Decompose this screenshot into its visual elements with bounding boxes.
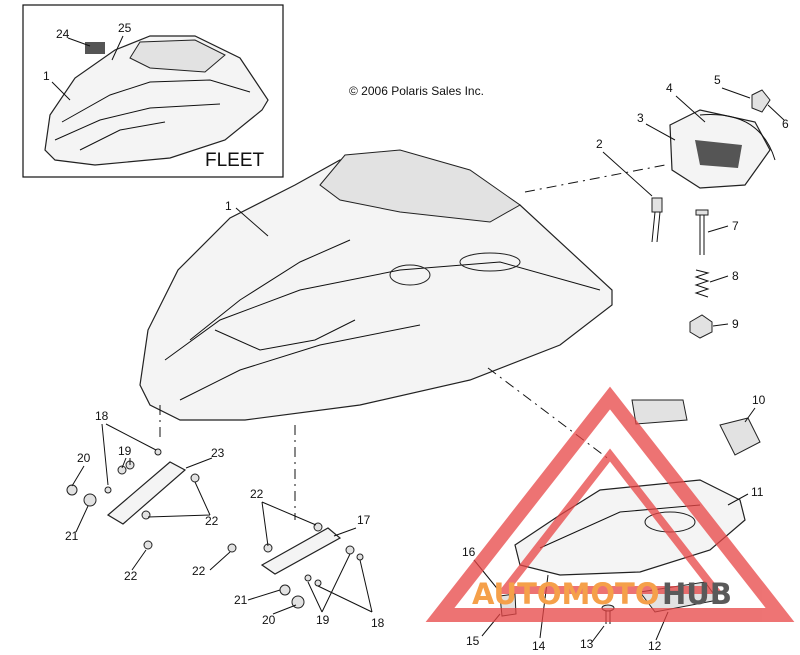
watermark-logo: [425, 386, 795, 622]
copyright-text: © 2006 Polaris Sales Inc.: [349, 84, 484, 98]
hood-main: [139, 149, 613, 421]
callout-19-right: 19: [316, 613, 330, 627]
callout-10: 10: [752, 393, 766, 407]
callout-22-mid-left: 22: [192, 564, 206, 578]
callout-21-left: 21: [65, 529, 79, 543]
callout-23: 23: [211, 446, 225, 460]
headlight-assembly: [669, 89, 776, 189]
watermark-text-right: HUB: [662, 577, 732, 611]
callout-15: 15: [466, 634, 480, 648]
bulb-part-2: [651, 197, 663, 243]
callout-18-right: 18: [371, 616, 385, 630]
callout-24-fleet: 24: [56, 27, 70, 41]
bracket-left-23: [106, 461, 187, 525]
foam-pad-10: [719, 417, 761, 456]
callout-16: 16: [462, 545, 476, 559]
callout-22-mid-top: 22: [250, 487, 264, 501]
bolt-part-7: [695, 209, 709, 255]
callout-12: 12: [648, 639, 662, 653]
callout-21-right: 21: [234, 593, 248, 607]
callout-20-right: 20: [262, 613, 276, 627]
callout-13: 13: [580, 637, 594, 651]
fleet-inset: [22, 4, 284, 178]
callout-1-hood: 1: [225, 199, 232, 213]
callout-11: 11: [751, 485, 764, 499]
callout-1-fleet: 1: [43, 69, 50, 83]
callout-8: 8: [732, 269, 739, 283]
spring-part-8: [694, 269, 710, 298]
callout-22-left-bottom: 22: [124, 569, 138, 583]
callout-22-left-right: 22: [205, 514, 219, 528]
fleet-label: FLEET: [205, 150, 265, 171]
nut-part-9: [689, 314, 713, 339]
callout-19-left: 19: [118, 444, 132, 458]
callout-20-left: 20: [77, 451, 91, 465]
callout-18-left: 18: [95, 409, 109, 423]
callout-2: 2: [596, 137, 603, 151]
callout-25-fleet: 25: [118, 21, 132, 35]
callout-4: 4: [666, 81, 673, 95]
callout-7: 7: [732, 219, 739, 233]
callout-3: 3: [637, 111, 644, 125]
foam-pad-upper: [631, 399, 688, 425]
callout-14: 14: [532, 639, 546, 653]
callout-5: 5: [714, 73, 721, 87]
callout-9: 9: [732, 317, 739, 331]
callout-6: 6: [782, 117, 789, 131]
callout-17: 17: [357, 513, 371, 527]
bracket-right-17: [260, 527, 342, 575]
watermark-text-left: AUTOMOTO: [472, 577, 659, 611]
fasteners: [66, 448, 364, 609]
